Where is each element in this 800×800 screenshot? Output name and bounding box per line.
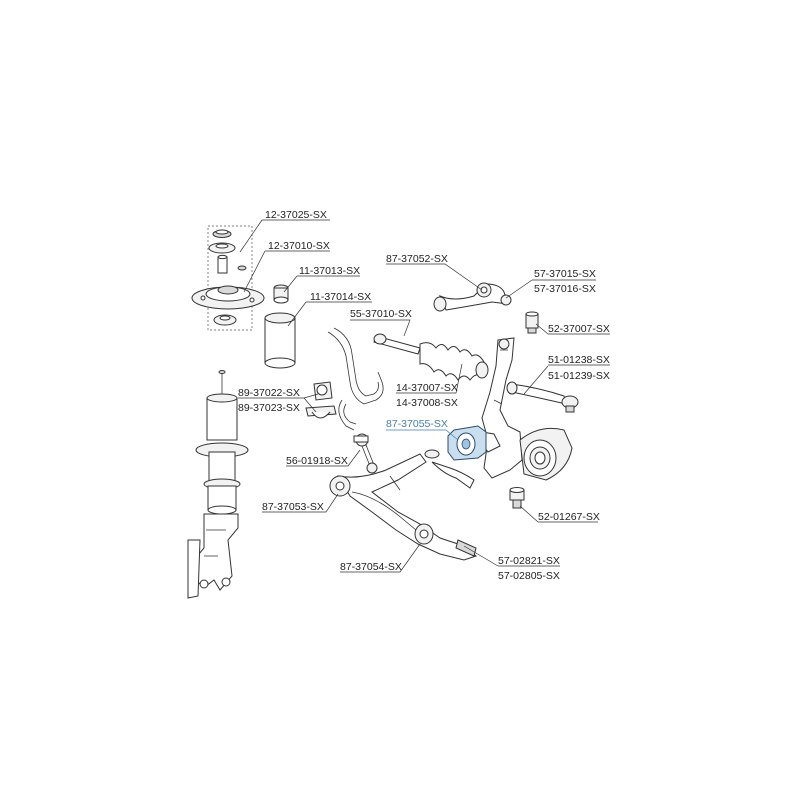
part-label[interactable]: 56-01918-SX bbox=[286, 455, 348, 467]
part-label[interactable]: 57-37016-SX bbox=[534, 283, 596, 295]
outer-tie-rod-end bbox=[506, 381, 579, 413]
part-label[interactable]: 57-37015-SX bbox=[534, 268, 596, 280]
part-label[interactable]: 14-37008-SX bbox=[396, 397, 458, 409]
bump-stop-group bbox=[264, 284, 296, 369]
part-label[interactable]: 57-02805-SX bbox=[498, 570, 560, 582]
inner-tie-rod bbox=[373, 333, 421, 355]
highlighted-bushing[interactable] bbox=[447, 425, 487, 461]
part-label[interactable]: 52-01267-SX bbox=[538, 511, 600, 523]
stabilizer-link bbox=[353, 433, 378, 474]
leader-lines bbox=[238, 219, 610, 573]
part-label[interactable]: 55-37010-SX bbox=[350, 308, 412, 320]
stabilizer-bushings bbox=[305, 381, 337, 419]
part-label[interactable]: 51-01238-SX bbox=[548, 354, 610, 366]
part-label[interactable]: 14-37007-SX bbox=[396, 382, 458, 394]
upper-control-arm bbox=[433, 282, 512, 312]
steering-knuckle bbox=[481, 337, 523, 479]
part-label[interactable]: 57-02821-SX bbox=[498, 555, 560, 567]
part-label[interactable]: 89-37022-SX bbox=[238, 387, 300, 399]
part-label[interactable]: 87-37054-SX bbox=[340, 561, 402, 573]
lower-ball-joint bbox=[509, 487, 525, 509]
part-label[interactable]: 12-37010-SX bbox=[268, 240, 330, 252]
part-label[interactable]: 11-37013-SX bbox=[299, 265, 360, 277]
part-label[interactable]: 12-37025-SX bbox=[265, 209, 327, 221]
part-label[interactable]: 51-01239-SX bbox=[548, 370, 610, 382]
steering-boot bbox=[419, 342, 489, 381]
part-labels: 12-37025-SX 12-37010-SX 11-37013-SX 11-3… bbox=[238, 209, 610, 582]
stabilizer-bar bbox=[327, 327, 384, 431]
part-label[interactable]: 52-37007-SX bbox=[548, 323, 610, 335]
lower-control-arm bbox=[329, 449, 478, 561]
part-label[interactable]: 89-37023-SX bbox=[238, 402, 300, 414]
wheel-hub bbox=[519, 427, 573, 481]
strut-assembly bbox=[187, 370, 249, 599]
part-label[interactable]: 11-37014-SX bbox=[310, 291, 371, 303]
strut-mount-group bbox=[191, 225, 265, 331]
part-label[interactable]: 87-37053-SX bbox=[262, 501, 324, 513]
part-label[interactable]: 87-37052-SX bbox=[386, 253, 448, 265]
part-label-highlighted[interactable]: 87-37055-SX bbox=[386, 418, 448, 430]
upper-ball-joint bbox=[525, 311, 539, 334]
